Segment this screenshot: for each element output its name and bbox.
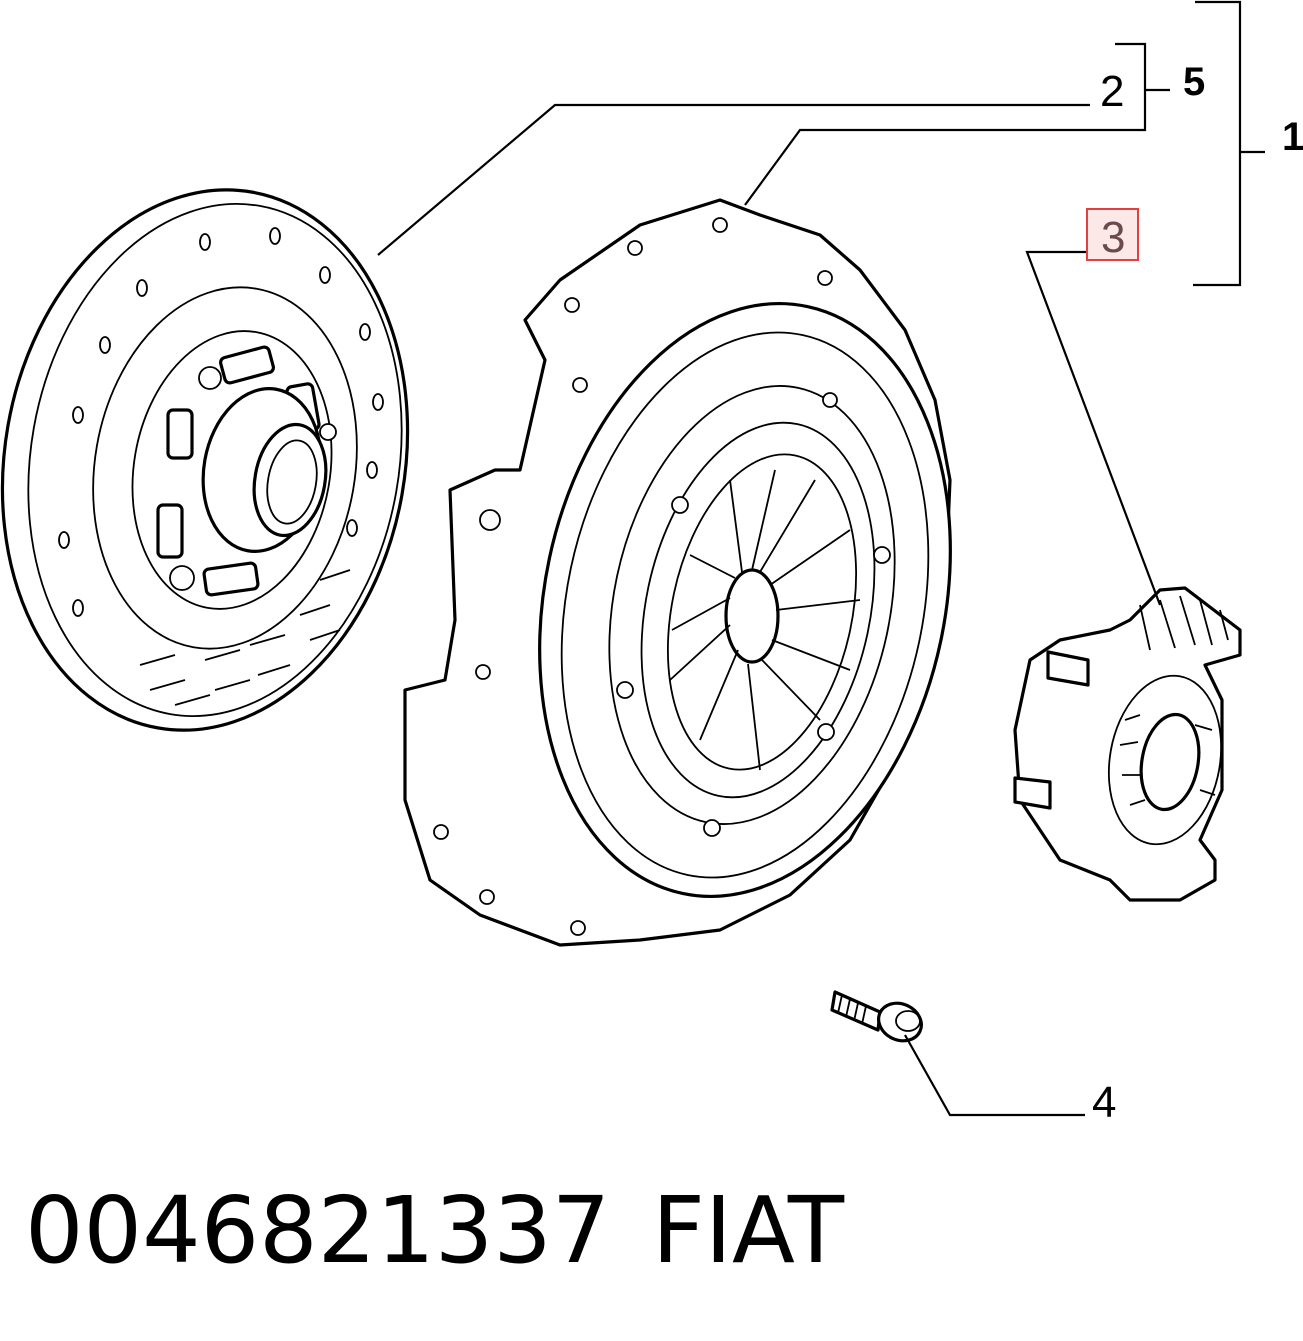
- cover-bolt-holes: [433, 217, 891, 936]
- callout-1: 1: [1282, 115, 1303, 159]
- cover-bolt: [830, 990, 923, 1043]
- callout-3-highlight-box: [1086, 208, 1139, 261]
- callout-5: 5: [1183, 60, 1205, 104]
- disc-hub: [169, 366, 337, 591]
- part-number: 0046821337: [25, 1177, 610, 1284]
- callout-3: 3: [1101, 213, 1125, 262]
- pressure-plate: [403, 198, 952, 947]
- clutch-disc: [0, 188, 410, 732]
- disc-facing-texture: [139, 569, 351, 706]
- diaphragm-fingers: [669, 469, 861, 771]
- leader-lines: [377, 0, 1265, 1117]
- disc-rivets: [58, 227, 384, 617]
- brand-name: FIAT: [652, 1177, 845, 1284]
- callout-2: 2: [1100, 67, 1124, 116]
- release-bearing: [1013, 586, 1242, 902]
- callout-4: 4: [1092, 1078, 1116, 1127]
